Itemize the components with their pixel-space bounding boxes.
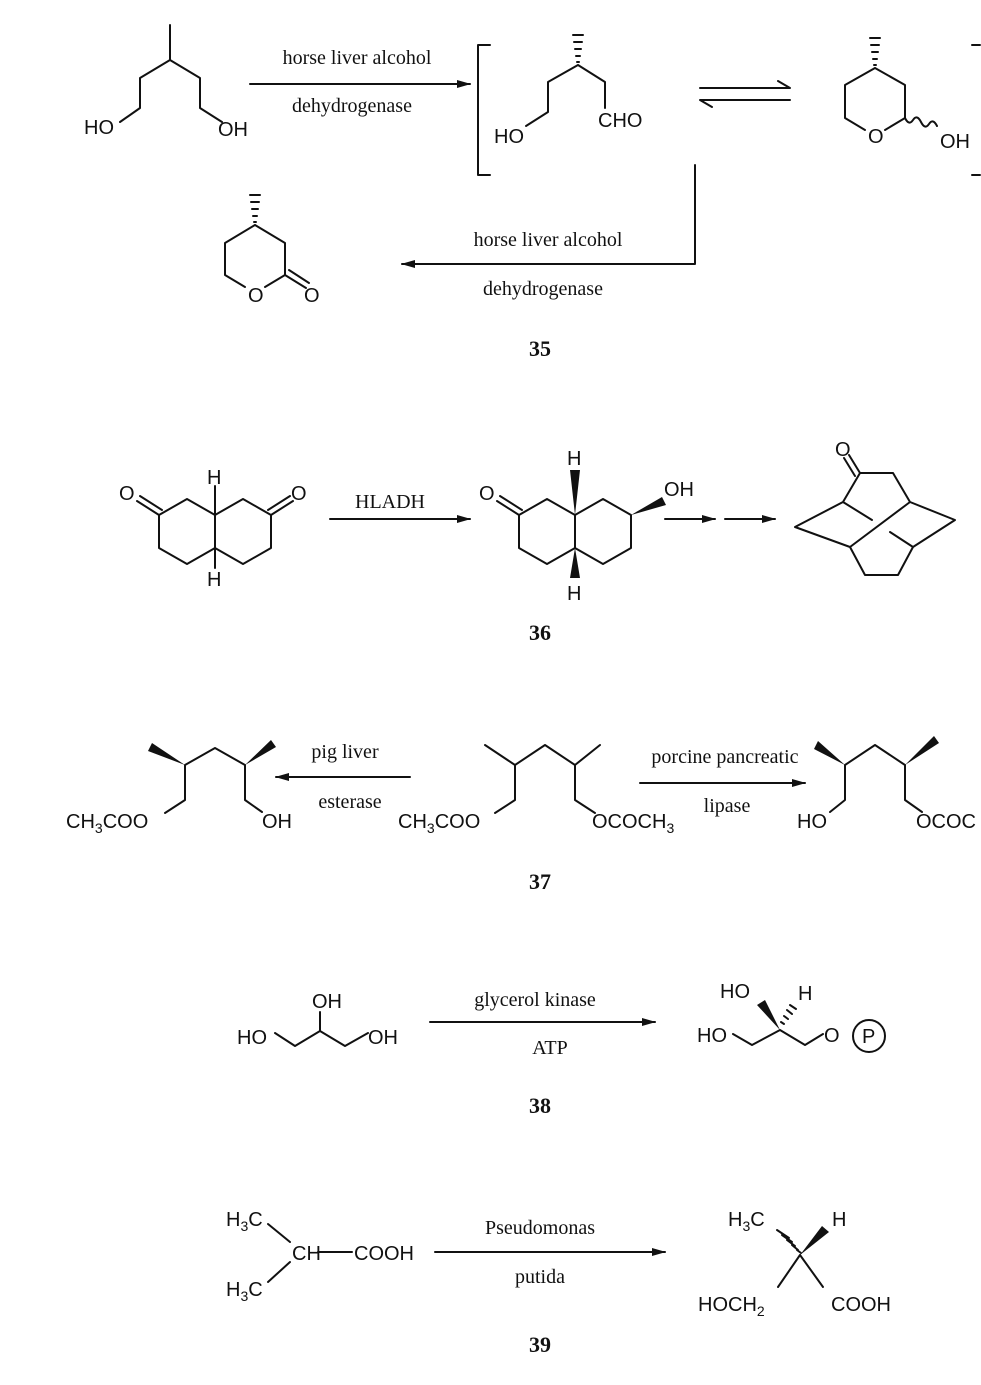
svg-text:HO: HO [237, 1027, 267, 1049]
scheme-36: O O H H HLADH O OH H H O 36 [119, 439, 956, 645]
reagent-label: dehydrogenase [483, 278, 603, 300]
compound-number: 38 [529, 1093, 551, 1118]
isobutyric-acid-substrate: H3C H3C CH COOH [226, 1209, 414, 1304]
svg-text:O: O [835, 439, 851, 461]
left-bracket [477, 44, 491, 176]
svg-text:CH3COO: CH3COO [398, 811, 480, 836]
reagent-label: dehydrogenase [292, 95, 412, 117]
compound-number: 35 [529, 336, 551, 361]
svg-text:HO: HO [797, 811, 827, 833]
svg-text:OH: OH [312, 991, 342, 1013]
svg-text:H: H [207, 569, 221, 591]
svg-text:H: H [207, 467, 221, 489]
svg-text:O: O [248, 285, 264, 307]
svg-text:O: O [479, 483, 495, 505]
equilibrium-arrows [699, 80, 791, 108]
svg-text:OH: OH [664, 479, 694, 501]
tricyclic-ketone: O [794, 439, 956, 576]
scheme-37: CH3COO OH pig liver esterase CH3COO OCOC… [66, 736, 976, 894]
svg-text:OCOCH3: OCOCH3 [592, 811, 674, 836]
lactone-product: O O [224, 194, 320, 307]
reagent-label: putida [515, 1266, 565, 1288]
svg-text:HO: HO [84, 117, 114, 139]
svg-text:OH: OH [218, 119, 248, 141]
glycerol-phosphate-product: HO H HO O P [697, 981, 886, 1053]
svg-text:CH: CH [292, 1243, 321, 1265]
compound-number: 37 [529, 869, 551, 894]
svg-text:COOH: COOH [354, 1243, 414, 1265]
scheme-35: HO OH horse liver alcohol dehydrogenase … [84, 24, 981, 361]
svg-text:COOH: COOH [831, 1294, 891, 1316]
scheme-39: H3C H3C CH COOH Pseudomonas putida H3C H… [226, 1209, 891, 1357]
svg-text:OH: OH [368, 1027, 398, 1049]
compound-number: 39 [529, 1332, 551, 1357]
svg-text:O: O [304, 285, 320, 307]
svg-text:OH: OH [940, 131, 970, 153]
svg-text:HO: HO [494, 126, 524, 148]
reagent-label: porcine pancreatic [651, 746, 798, 768]
svg-text:CH3COO: CH3COO [66, 811, 148, 836]
lactol-intermediate: O OH [844, 37, 970, 153]
svg-text:CHO: CHO [598, 110, 642, 132]
monoacetate-right: HO OCOC [797, 736, 976, 833]
reagent-label: ATP [532, 1037, 568, 1059]
svg-text:O: O [824, 1025, 840, 1047]
hydroxy-aldehyde-intermediate: HO CHO [494, 34, 642, 148]
reagent-label: Pseudomonas [485, 1217, 595, 1239]
svg-text:H: H [798, 983, 812, 1005]
right-bracket [971, 44, 981, 176]
svg-text:OH: OH [262, 811, 292, 833]
reagent-label: HLADH [355, 491, 425, 513]
compound-number: 36 [529, 620, 551, 645]
reagent-label: horse liver alcohol [283, 47, 432, 69]
svg-text:H: H [567, 448, 581, 470]
svg-text:O: O [291, 483, 307, 505]
svg-text:HO: HO [697, 1025, 727, 1047]
reagent-label: esterase [318, 791, 381, 813]
reagent-label: pig liver [311, 741, 379, 763]
svg-text:H: H [832, 1209, 846, 1231]
monoacetate-left: CH3COO OH [66, 740, 292, 836]
svg-text:P: P [862, 1026, 875, 1048]
svg-text:H3C: H3C [226, 1209, 263, 1234]
svg-text:OCOC: OCOC [916, 811, 976, 833]
diol-substrate: HO OH [84, 24, 248, 141]
svg-text:H: H [567, 583, 581, 605]
hydroxy-acid-product: H3C H HOCH2 COOH [698, 1209, 891, 1319]
svg-text:HOCH2: HOCH2 [698, 1294, 765, 1319]
glycerol-substrate: HO OH OH [237, 991, 398, 1049]
svg-text:O: O [119, 483, 135, 505]
diacetate-substrate: CH3COO OCOCH3 [398, 744, 674, 836]
decalindione-substrate: O O H H [119, 467, 307, 591]
scheme-38: HO OH OH glycerol kinase ATP HO H HO O P… [237, 981, 886, 1118]
oxidation-arrow [401, 164, 696, 268]
svg-text:HO: HO [720, 981, 750, 1003]
hydroxyketone-product: O OH H H [479, 448, 694, 605]
reagent-label: horse liver alcohol [474, 229, 623, 251]
reagent-label: glycerol kinase [474, 989, 596, 1011]
svg-text:O: O [868, 126, 884, 148]
reagent-label: lipase [704, 795, 751, 817]
svg-text:H3C: H3C [728, 1209, 765, 1234]
phosphate-circle [852, 1019, 886, 1053]
svg-text:H3C: H3C [226, 1279, 263, 1304]
